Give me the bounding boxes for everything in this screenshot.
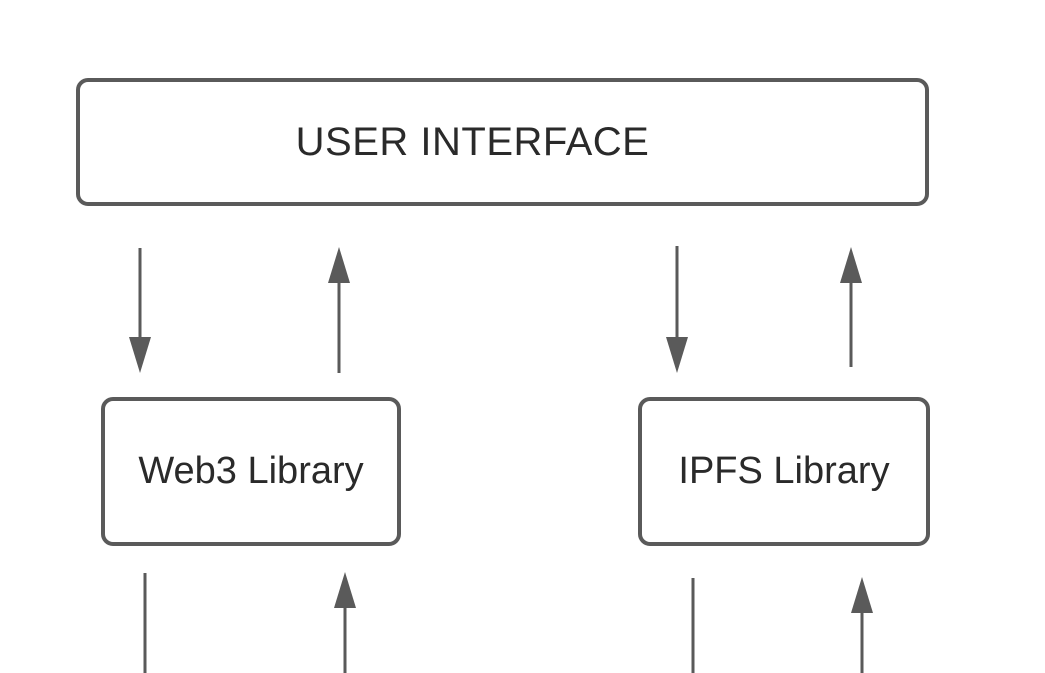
web3-library-label: Web3 Library xyxy=(138,450,364,492)
user-interface-box: USER INTERFACE xyxy=(76,78,929,206)
arrow-ipfs-to-ui xyxy=(840,247,862,367)
ipfs-library-label: IPFS Library xyxy=(678,450,890,492)
arrow-ui-to-web3 xyxy=(129,248,151,373)
user-interface-label: USER INTERFACE xyxy=(295,119,650,164)
arrow-below-to-ipfs xyxy=(851,577,873,673)
arrow-below-to-web3 xyxy=(334,572,356,673)
ipfs-library-box: IPFS Library xyxy=(638,397,930,546)
arrow-ui-to-ipfs xyxy=(666,246,688,373)
web3-library-box: Web3 Library xyxy=(101,397,401,546)
arrow-web3-to-ui xyxy=(328,247,350,373)
